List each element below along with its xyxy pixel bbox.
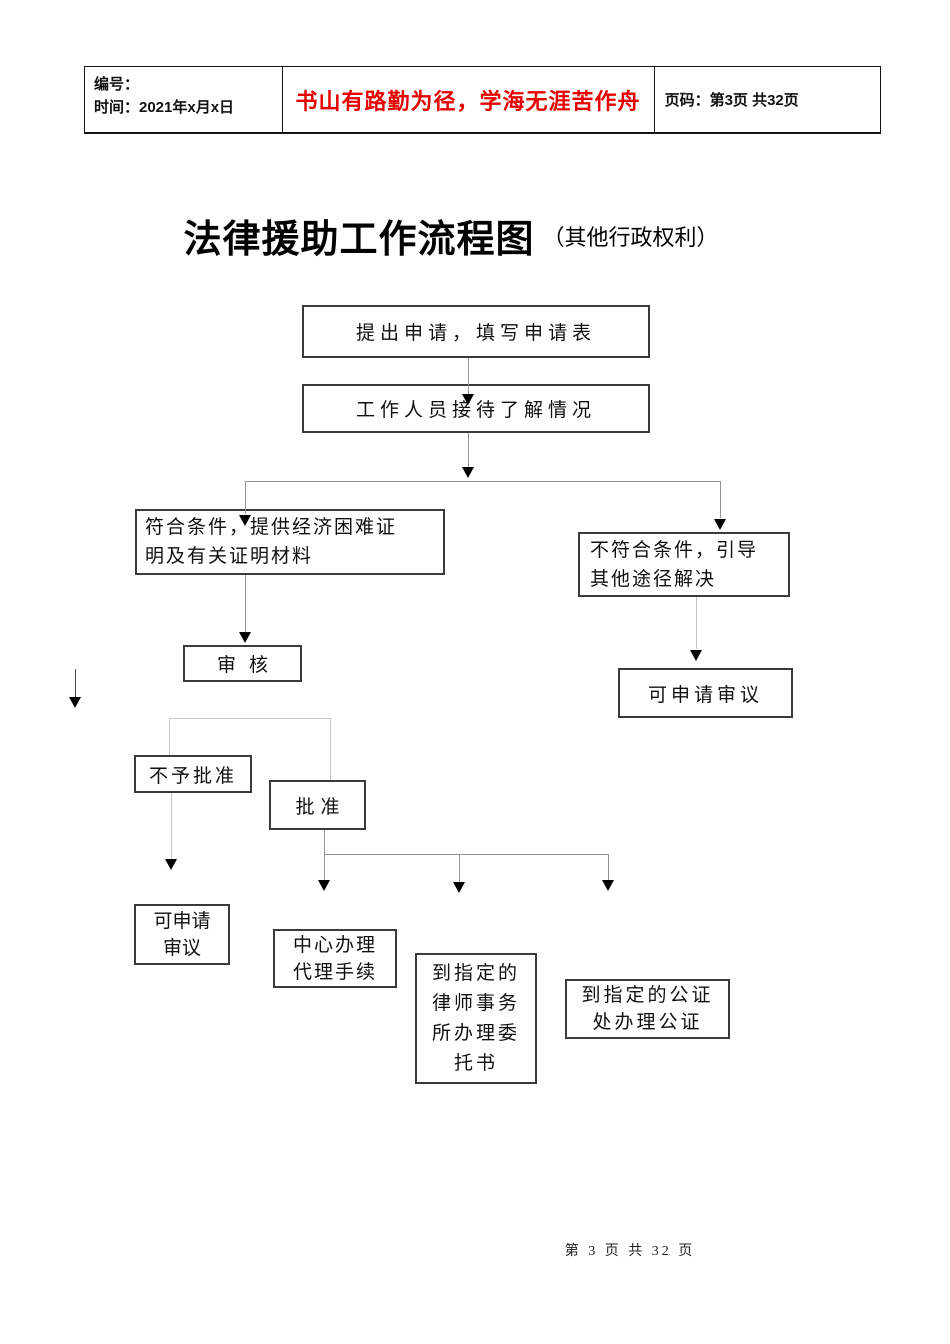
arrow-down-icon [690,650,702,661]
connector-to-notary [608,854,610,880]
arrow-down-icon [165,859,177,870]
page-title-main: 法律援助工作流程图 [183,219,535,261]
connector-stray-left [75,669,77,698]
flow-node-appeal-left-line1: 可申请 [153,910,211,932]
connector-branch-approved [330,718,332,780]
header-cell-page: 页码：第3页 共32页 [655,67,880,132]
page-title: 法律援助工作流程图 （其他行政权利） [183,208,718,263]
connector-apply-reception [468,358,470,398]
flow-node-apply-text: 提出申请，填写申请表 [355,323,596,344]
arrow-down-icon [453,882,465,893]
flow-node-reception-text: 工作人员接待了解情况 [355,400,596,421]
connector-ineligible-appeal [696,597,698,649]
arrow-down-icon [714,519,726,530]
flow-node-agency: 中心办理 代理手续 [273,929,397,988]
arrow-down-icon [602,880,614,891]
flow-node-agency-line1: 中心办理 [292,934,377,956]
flow-node-appeal-left: 可申请 审议 [134,904,230,965]
flow-node-approved-text: 批准 [295,796,346,818]
flow-node-notary: 到指定的公证 处办理公证 [565,979,730,1039]
flow-node-approved: 批准 [269,780,366,830]
arrow-down-icon [318,880,330,891]
header-number-label: 编号： [94,76,140,93]
arrow-down-icon [69,697,81,708]
flow-node-lawfirm-line1: 到指定的 [431,962,520,984]
flow-node-eligible: 符合条件，提供经济困难证 明及有关证明材料 [135,509,445,575]
flow-node-lawfirm-line3: 所办理委 [431,1022,520,1044]
flow-node-ineligible: 不符合条件，引导 其他途径解决 [578,532,790,597]
connector-approved-horizontal [324,854,609,856]
flow-node-lawfirm-line2: 律师事务 [431,992,520,1014]
flow-node-appeal-left-line2: 审议 [162,937,201,959]
footer-page-number: 第 3 页 共 32 页 [564,1244,696,1259]
connector-approved-drop [324,830,326,854]
flow-node-appeal-right-text: 可申请审议 [647,684,763,706]
flow-node-appeal-right: 可申请审议 [618,668,793,718]
flow-node-notary-line2: 处办理公证 [592,1012,703,1033]
arrow-down-icon [462,467,474,478]
flow-node-eligible-line2: 明及有关证明材料 [145,546,314,567]
connector-split-ineligible [720,481,722,518]
header-cell-slogan: 书山有路勤为径，学海无涯苦作舟 [283,67,655,132]
connector-split-eligible [245,481,247,514]
flow-node-lawfirm-line4: 托书 [453,1052,498,1074]
page-title-sub: （其他行政权利） [542,224,719,250]
header-page-info: 页码：第3页 共32页 [664,92,799,109]
arrow-down-icon [239,632,251,643]
connector-split-horizontal [245,481,721,483]
flow-node-apply: 提出申请，填写申请表 [302,305,650,358]
header-time-label: 时间：2021年x月x日 [94,99,235,116]
header-table: 编号： 时间：2021年x月x日 书山有路勤为径，学海无涯苦作舟 页码：第3页 … [84,66,881,134]
connector-to-agency [324,854,326,880]
header-cell-number-time: 编号： 时间：2021年x月x日 [85,67,283,132]
header-slogan: 书山有路勤为径，学海无涯苦作舟 [295,88,641,114]
flow-node-review-text: 审核 [216,655,281,676]
connector-denied-appeal [171,793,173,859]
flow-node-agency-line2: 代理手续 [292,961,377,983]
flow-node-lawfirm: 到指定的 律师事务 所办理委 托书 [415,953,537,1084]
flow-node-reception: 工作人员接待了解情况 [302,384,650,433]
flow-node-denied: 不予批准 [134,755,252,793]
connector-reception-split [468,433,470,467]
flow-node-notary-line1: 到指定的公证 [581,985,714,1006]
connector-branch-denied [169,718,171,755]
arrow-down-icon [462,394,474,405]
flow-node-ineligible-line2: 其他途径解决 [590,568,717,590]
arrow-down-icon [239,515,251,526]
flow-node-eligible-line1: 符合条件，提供经济困难证 [145,517,398,538]
connector-eligible-review [245,575,247,632]
flow-node-ineligible-line1: 不符合条件，引导 [590,539,759,561]
flow-node-review: 审核 [183,645,302,682]
flow-node-denied-text: 不予批准 [148,765,237,787]
connector-review-branch-horizontal [169,718,331,720]
connector-to-lawfirm [459,854,461,882]
